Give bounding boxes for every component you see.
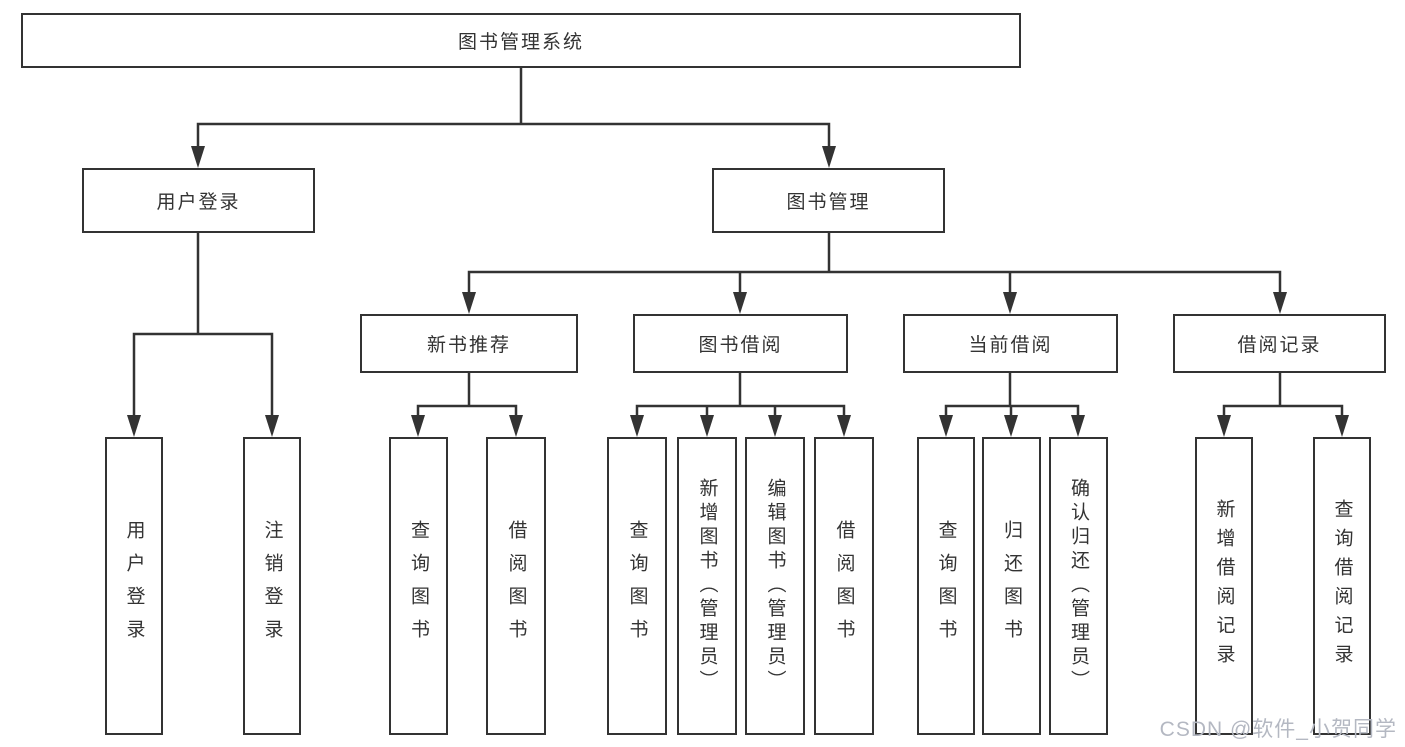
node-current-borrowing: 当前借阅 <box>903 314 1118 373</box>
node-new-book-recommendation: 新书推荐 <box>360 314 578 373</box>
leaf-query-books-borrowing-label: 查询图书 <box>626 520 648 652</box>
leaf-return-books-label: 归还图书 <box>1001 520 1022 652</box>
node-book-management: 图书管理 <box>712 168 945 233</box>
node-root-label: 图书管理系统 <box>457 32 584 53</box>
leaf-logout: 注销登录 <box>243 437 301 735</box>
leaf-add-borrow-record: 新增借阅记录 <box>1195 437 1253 735</box>
leaf-query-books-recommendation: 查询图书 <box>389 437 448 735</box>
node-current-borrowing-label: 当前借阅 <box>968 335 1053 356</box>
node-user-login-label: 用户登录 <box>156 192 241 213</box>
leaf-confirm-return-admin: 确认归还（管理员） <box>1049 437 1108 735</box>
csdn-watermark: CSDN @软件_小贺同学 <box>1159 718 1397 741</box>
leaf-edit-books-admin-label: 编辑图书（管理员） <box>764 478 786 694</box>
leaf-user-login-label: 用户登录 <box>123 520 145 652</box>
leaf-logout-label: 注销登录 <box>261 520 283 652</box>
leaf-borrow-books-recommendation-label: 借阅图书 <box>505 520 527 652</box>
leaf-query-borrow-record-label: 查询借阅记录 <box>1331 499 1353 673</box>
leaf-add-books-admin: 新增图书（管理员） <box>677 437 737 735</box>
arrowhead-icons <box>127 146 1349 437</box>
leaf-query-books-borrowing: 查询图书 <box>607 437 667 735</box>
leaf-query-borrow-record: 查询借阅记录 <box>1313 437 1371 735</box>
node-borrowing-records-label: 借阅记录 <box>1237 335 1322 356</box>
leaf-borrow-books-borrowing: 借阅图书 <box>814 437 874 735</box>
node-user-login: 用户登录 <box>82 168 315 233</box>
node-book-management-label: 图书管理 <box>786 192 871 213</box>
node-book-borrowing-label: 图书借阅 <box>698 335 783 356</box>
leaf-user-login: 用户登录 <box>105 437 163 735</box>
leaf-query-books-current-label: 查询图书 <box>935 520 957 652</box>
leaf-add-borrow-record-label: 新增借阅记录 <box>1213 499 1235 673</box>
leaf-query-books-current: 查询图书 <box>917 437 975 735</box>
leaf-query-books-recommendation-label: 查询图书 <box>408 520 429 652</box>
leaf-return-books: 归还图书 <box>982 437 1041 735</box>
leaf-add-books-admin-label: 新增图书（管理员） <box>696 478 718 694</box>
leaf-borrow-books-borrowing-label: 借阅图书 <box>833 520 855 652</box>
leaf-confirm-return-admin-label: 确认归还（管理员） <box>1068 478 1089 694</box>
node-book-borrowing: 图书借阅 <box>633 314 848 373</box>
leaf-edit-books-admin: 编辑图书（管理员） <box>745 437 805 735</box>
leaf-borrow-books-recommendation: 借阅图书 <box>486 437 546 735</box>
node-new-book-recommendation-label: 新书推荐 <box>426 335 511 356</box>
node-borrowing-records: 借阅记录 <box>1173 314 1386 373</box>
node-root: 图书管理系统 <box>21 13 1021 68</box>
